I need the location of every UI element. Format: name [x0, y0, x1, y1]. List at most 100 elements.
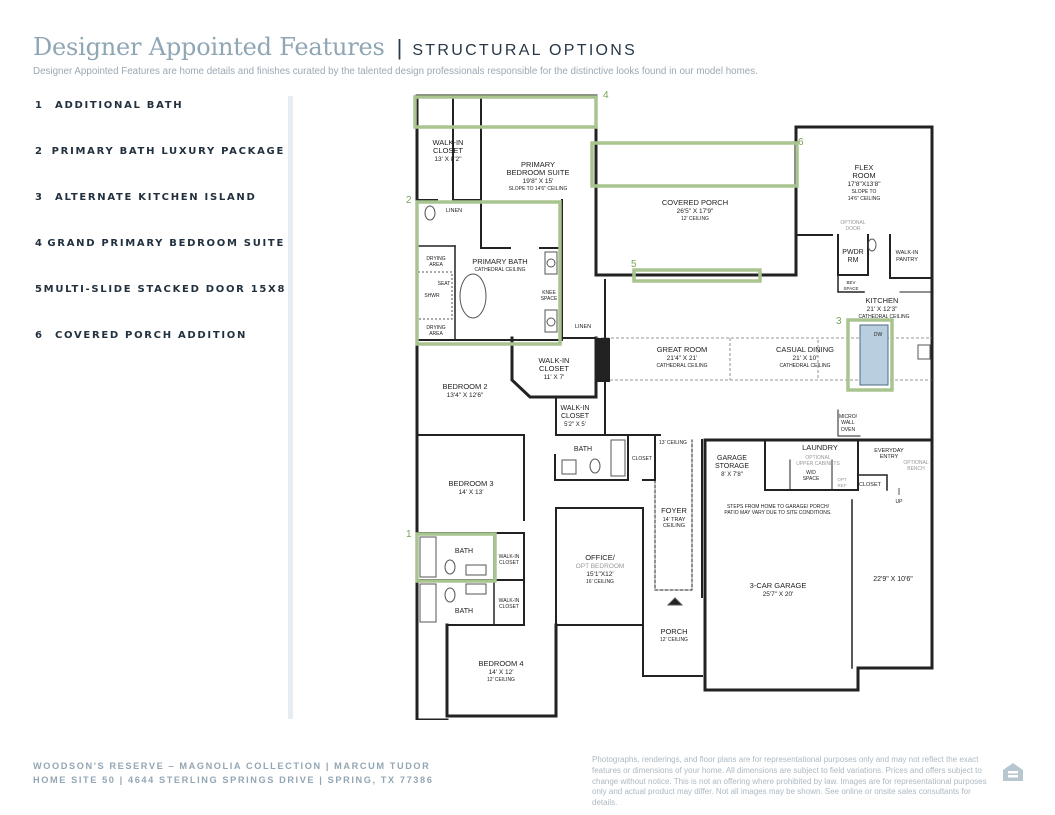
option-label: MULTI-SLIDE STACKED DOOR 15X8: [43, 284, 287, 295]
room-drying-area-top: DRYING: [426, 256, 445, 262]
room-labels: WALK-IN CLOSET 13' X 8'2" PRIMARY BEDROO…: [424, 138, 928, 683]
room-micro-wall-oven-l2: WALL: [841, 420, 855, 426]
room-bedroom-3-size: 14' X 13': [459, 489, 484, 496]
room-primary-bath-ceiling: CATHEDRAL CEILING: [474, 267, 525, 273]
room-walkin-closet-mid-l2: CLOSET: [539, 364, 569, 373]
room-linen-top: LINEN: [446, 208, 462, 214]
room-kitchen-size: 21' X 12'3": [867, 306, 899, 313]
highlight-additional-bath: [415, 532, 497, 583]
room-great-room: GREAT ROOM: [657, 345, 708, 354]
room-covered-porch-size: 26'5" X 17'9": [677, 208, 714, 215]
room-walkin-closet-b2-l2: CLOSET: [499, 604, 519, 610]
room-walkin-closet-top-l2: CLOSET: [433, 146, 463, 155]
room-casual-dining-ceiling: CATHEDRAL CEILING: [779, 363, 830, 369]
steps-note: STEPS FROM HOME TO GARAGE/ PORCH/: [727, 504, 830, 510]
room-flex-door: DOOR: [846, 226, 861, 232]
room-porch-ceiling: 12' CEILING: [660, 637, 688, 643]
room-everyday-entry-optional: OPTIONAL: [903, 460, 929, 466]
room-micro-wall-oven: MICRO/: [839, 414, 858, 420]
footer-community-line: WOODSON'S RESERVE – MAGNOLIA COLLECTION …: [33, 761, 431, 771]
room-laundry-optional: OPTIONAL: [805, 455, 831, 461]
option-number: 3: [35, 192, 44, 203]
room-flex-size: 17'8"X13'8": [847, 181, 881, 188]
room-bedroom-2: BEDROOM 2: [442, 382, 487, 391]
option-item-1: 1 ADDITIONAL BATH: [35, 93, 285, 139]
room-garage-size: 25'7" X 20': [763, 591, 794, 598]
room-kitchen: KITCHEN: [866, 296, 899, 305]
highlight-kitchen-island: [846, 318, 894, 392]
room-ceiling-13: 13' CEILING: [659, 440, 687, 446]
room-closet-mid: CLOSET: [632, 456, 652, 462]
room-walkin-pantry-l2: PANTRY: [896, 257, 918, 263]
page-header: Designer Appointed Features | STRUCTURAL…: [33, 33, 1023, 78]
room-walkin-closet-b1: WALK-IN: [499, 554, 520, 560]
room-office: OFFICE/: [585, 553, 615, 562]
floorplan-fixtures: [417, 205, 931, 623]
room-casual-dining: CASUAL DINING: [776, 345, 834, 354]
room-garage-storage-size: 8' X 7'8": [721, 472, 743, 478]
room-drying-area-top-l2: AREA: [429, 262, 443, 268]
room-casual-dining-size: 21' X 10': [793, 355, 818, 362]
room-everyday-entry-l2: ENTRY: [880, 454, 899, 460]
room-primary-suite-l2: BEDROOM SUITE: [507, 168, 570, 177]
room-garage-storage: GARAGE: [717, 455, 747, 462]
option-label: GRAND PRIMARY BEDROOM SUITE: [47, 238, 285, 249]
equal-housing-icon: [1003, 763, 1023, 781]
room-shwr: SHWR: [424, 293, 440, 299]
floorplan-walls: [415, 94, 934, 720]
option-number: 5: [35, 284, 44, 295]
room-flex-ceiling: 14'6" CEILING: [848, 196, 881, 202]
room-laundry-opt: OPT: [837, 477, 847, 482]
highlight-primary-bath: [415, 200, 562, 346]
room-walkin-closet-top: WALK-IN: [433, 138, 464, 147]
room-pwdr: PWDR: [842, 249, 863, 256]
vertical-divider: [288, 96, 293, 719]
room-bedroom-2-size: 13'4" X 12'6": [447, 392, 484, 399]
room-walkin-closet-top-size: 13' X 8'2": [434, 156, 462, 163]
room-walkin-closet-b2: WALK-IN: [499, 598, 520, 604]
room-laundry: LAUNDRY: [802, 443, 838, 452]
room-dw: DW: [874, 332, 883, 338]
room-kitchen-ceiling: CATHEDRAL CEILING: [858, 314, 909, 320]
option-label: ADDITIONAL BATH: [55, 100, 184, 111]
page-subtitle: STRUCTURAL OPTIONS: [412, 42, 638, 59]
page-title: Designer Appointed Features: [33, 33, 385, 61]
room-office-opt-bedroom: OPT BEDROOM: [576, 563, 625, 570]
highlight-grand-primary-suite: [413, 95, 598, 129]
room-bath-option: BATH: [455, 548, 473, 555]
room-bev-space-l2: SPACE: [844, 286, 859, 291]
room-bedroom-4: BEDROOM 4: [478, 659, 523, 668]
option-label: PRIMARY BATH LUXURY PACKAGE: [51, 146, 285, 157]
room-bedroom-3: BEDROOM 3: [448, 479, 493, 488]
room-office-size: 15'1"X12': [586, 571, 613, 578]
room-laundry-space: SPACE: [803, 476, 820, 482]
title-separator: |: [396, 35, 403, 60]
footer-address-line: HOME SITE 50 | 4644 STERLING SPRINGS DRI…: [33, 775, 434, 786]
room-closet-laundry: CLOSET: [859, 482, 882, 488]
room-flex: FLEX: [855, 163, 874, 172]
room-garage: 3-CAR GARAGE: [750, 581, 807, 590]
marker-6: 6: [798, 137, 804, 148]
room-porch: PORCH: [660, 627, 687, 636]
room-laundry-ref: REF: [838, 483, 847, 488]
option-label: COVERED PORCH ADDITION: [55, 330, 248, 341]
room-foyer-tray: 14' TRAY: [663, 517, 686, 523]
room-knee-space: KNEE: [542, 290, 556, 296]
room-bath-bottom: BATH: [455, 608, 473, 615]
room-micro-wall-oven-l3: OVEN: [841, 427, 856, 433]
option-markers: 4 6 2 5 3 1: [406, 90, 842, 540]
footer-community-info: WOODSON'S RESERVE – MAGNOLIA COLLECTION …: [33, 759, 533, 788]
room-drying-area-bottom: DRYING: [426, 325, 445, 331]
marker-3: 3: [836, 316, 842, 327]
structural-options-list: 1 ADDITIONAL BATH 2 PRIMARY BATH LUXURY …: [35, 93, 285, 369]
room-primary-bath: PRIMARY BATH: [472, 257, 527, 266]
room-garage-storage-l2: STORAGE: [715, 463, 749, 470]
footer-disclaimer: Photographs, renderings, and floor plans…: [592, 755, 987, 808]
room-walkin-closet-small-l2: CLOSET: [561, 413, 590, 420]
marker-4: 4: [603, 90, 609, 101]
room-laundry-cabinets: UPPER CABINETS: [796, 461, 840, 467]
room-flex-slope: SLOPE TO: [852, 189, 877, 195]
room-walkin-closet-small: WALK-IN: [561, 405, 590, 412]
option-item-3: 3 ALTERNATE KITCHEN ISLAND: [35, 185, 285, 231]
room-primary-suite-ceiling: SLOPE TO 14'6" CEILING: [509, 186, 568, 192]
